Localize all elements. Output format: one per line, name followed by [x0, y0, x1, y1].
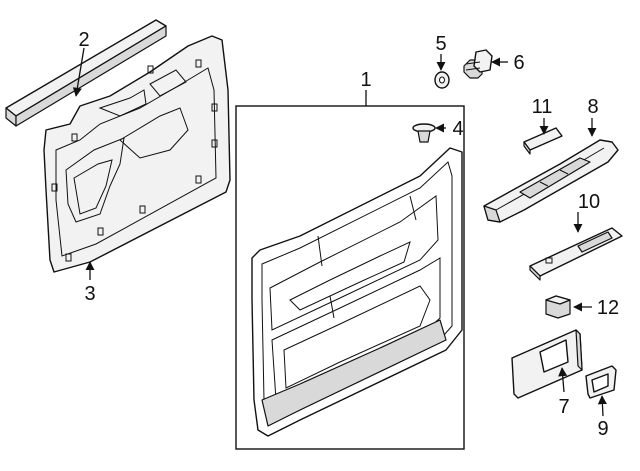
- callout-4: 4: [452, 118, 463, 140]
- callout-1: 1: [360, 69, 371, 91]
- callout-3: 3: [84, 283, 95, 305]
- callout-10: 10: [578, 191, 600, 213]
- clip-part: [545, 295, 571, 319]
- leader-7: [558, 367, 568, 393]
- callout-5: 5: [435, 33, 446, 55]
- callout-12: 12: [597, 297, 619, 319]
- callout-7: 7: [558, 396, 569, 418]
- push-pin-part: [412, 123, 436, 143]
- switch-plate-part: [529, 227, 623, 281]
- pull-handle-part: [483, 139, 619, 223]
- screw-part: [463, 49, 493, 79]
- washer-part: [434, 71, 450, 89]
- door-trim-panel-part: [251, 147, 463, 437]
- callout-6: 6: [513, 52, 524, 74]
- small-bezel-part: [585, 365, 617, 399]
- callout-9: 9: [597, 418, 608, 440]
- leader-2: [72, 47, 85, 97]
- bezel-insert-part: [523, 127, 563, 155]
- bezel-panel-part: [511, 329, 583, 399]
- water-shield-part: [43, 35, 231, 273]
- callout-2: 2: [78, 29, 89, 51]
- leader-9: [597, 395, 607, 417]
- callout-11: 11: [532, 96, 553, 118]
- door-trim-panel-box: [235, 105, 465, 450]
- callout-8: 8: [587, 96, 598, 118]
- weatherstrip-part: [5, 19, 167, 127]
